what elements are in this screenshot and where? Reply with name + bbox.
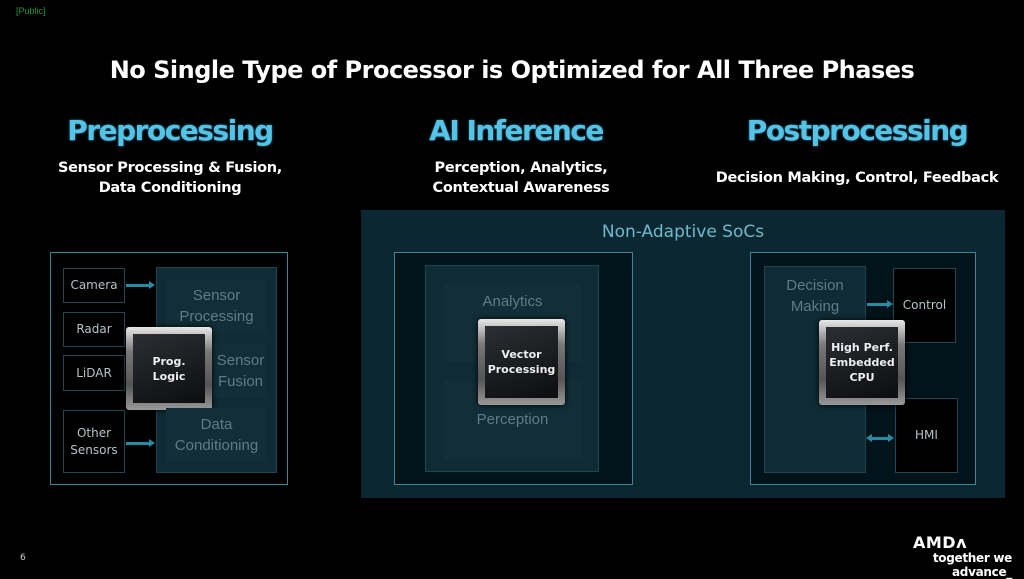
chip-embedded-cpu: High Perf. Embedded CPU <box>819 320 905 405</box>
input-lidar: LiDAR <box>63 355 125 391</box>
brand-tagline: together we advance_ <box>932 551 1012 579</box>
arrow-icon <box>126 281 155 289</box>
stage-data-conditioning: Data Conditioning <box>166 408 267 462</box>
chip-label: Vector Processing <box>485 326 558 398</box>
subtitle-line: Contextual Awareness <box>432 180 610 196</box>
output-hmi: HMI <box>895 398 958 473</box>
stage-label: Decision Making <box>786 277 844 315</box>
chip-prog-logic: Prog. Logic <box>126 327 212 410</box>
subtitle-line: Decision Making, Control, Feedback <box>715 170 999 186</box>
phase-subtitle-postprocessing: Decision Making, Control, Feedback <box>697 168 1017 188</box>
subtitle-line: Data Conditioning <box>98 180 242 196</box>
chip-vector-processing: Vector Processing <box>478 319 565 405</box>
phase-heading-postprocessing: Postprocessing <box>746 114 969 147</box>
chip-label: Prog. Logic <box>133 334 205 403</box>
arrow-icon <box>126 439 155 447</box>
input-radar: Radar <box>63 312 125 347</box>
phase-subtitle-preprocessing: Sensor Processing & Fusion, Data Conditi… <box>10 158 330 198</box>
amd-logo: AMDᴧ <box>913 533 968 552</box>
phase-subtitle-ai-inference: Perception, Analytics, Contextual Awaren… <box>361 158 681 198</box>
phase-heading-preprocessing: Preprocessing <box>67 114 274 147</box>
input-other-sensors: Other Sensors <box>63 410 125 473</box>
classification-label: [Public] <box>16 6 46 16</box>
slide-title: No Single Type of Processor is Optimized… <box>109 56 915 84</box>
bidirectional-arrow-icon <box>866 434 894 442</box>
input-camera: Camera <box>63 268 125 303</box>
subtitle-line: Perception, Analytics, <box>434 160 608 176</box>
subtitle-line: Sensor Processing & Fusion, <box>57 160 283 176</box>
stage-sensor-fusion: Sensor Fusion <box>216 351 265 390</box>
arrow-icon <box>867 300 893 308</box>
stage-sensor-processing: Sensor Processing <box>166 279 267 333</box>
page-number: 6 <box>20 553 26 563</box>
phase-heading-ai-inference: AI Inference <box>429 114 604 147</box>
panel-title: Non-Adaptive SoCs <box>601 222 765 242</box>
chip-label: High Perf. Embedded CPU <box>826 327 898 398</box>
